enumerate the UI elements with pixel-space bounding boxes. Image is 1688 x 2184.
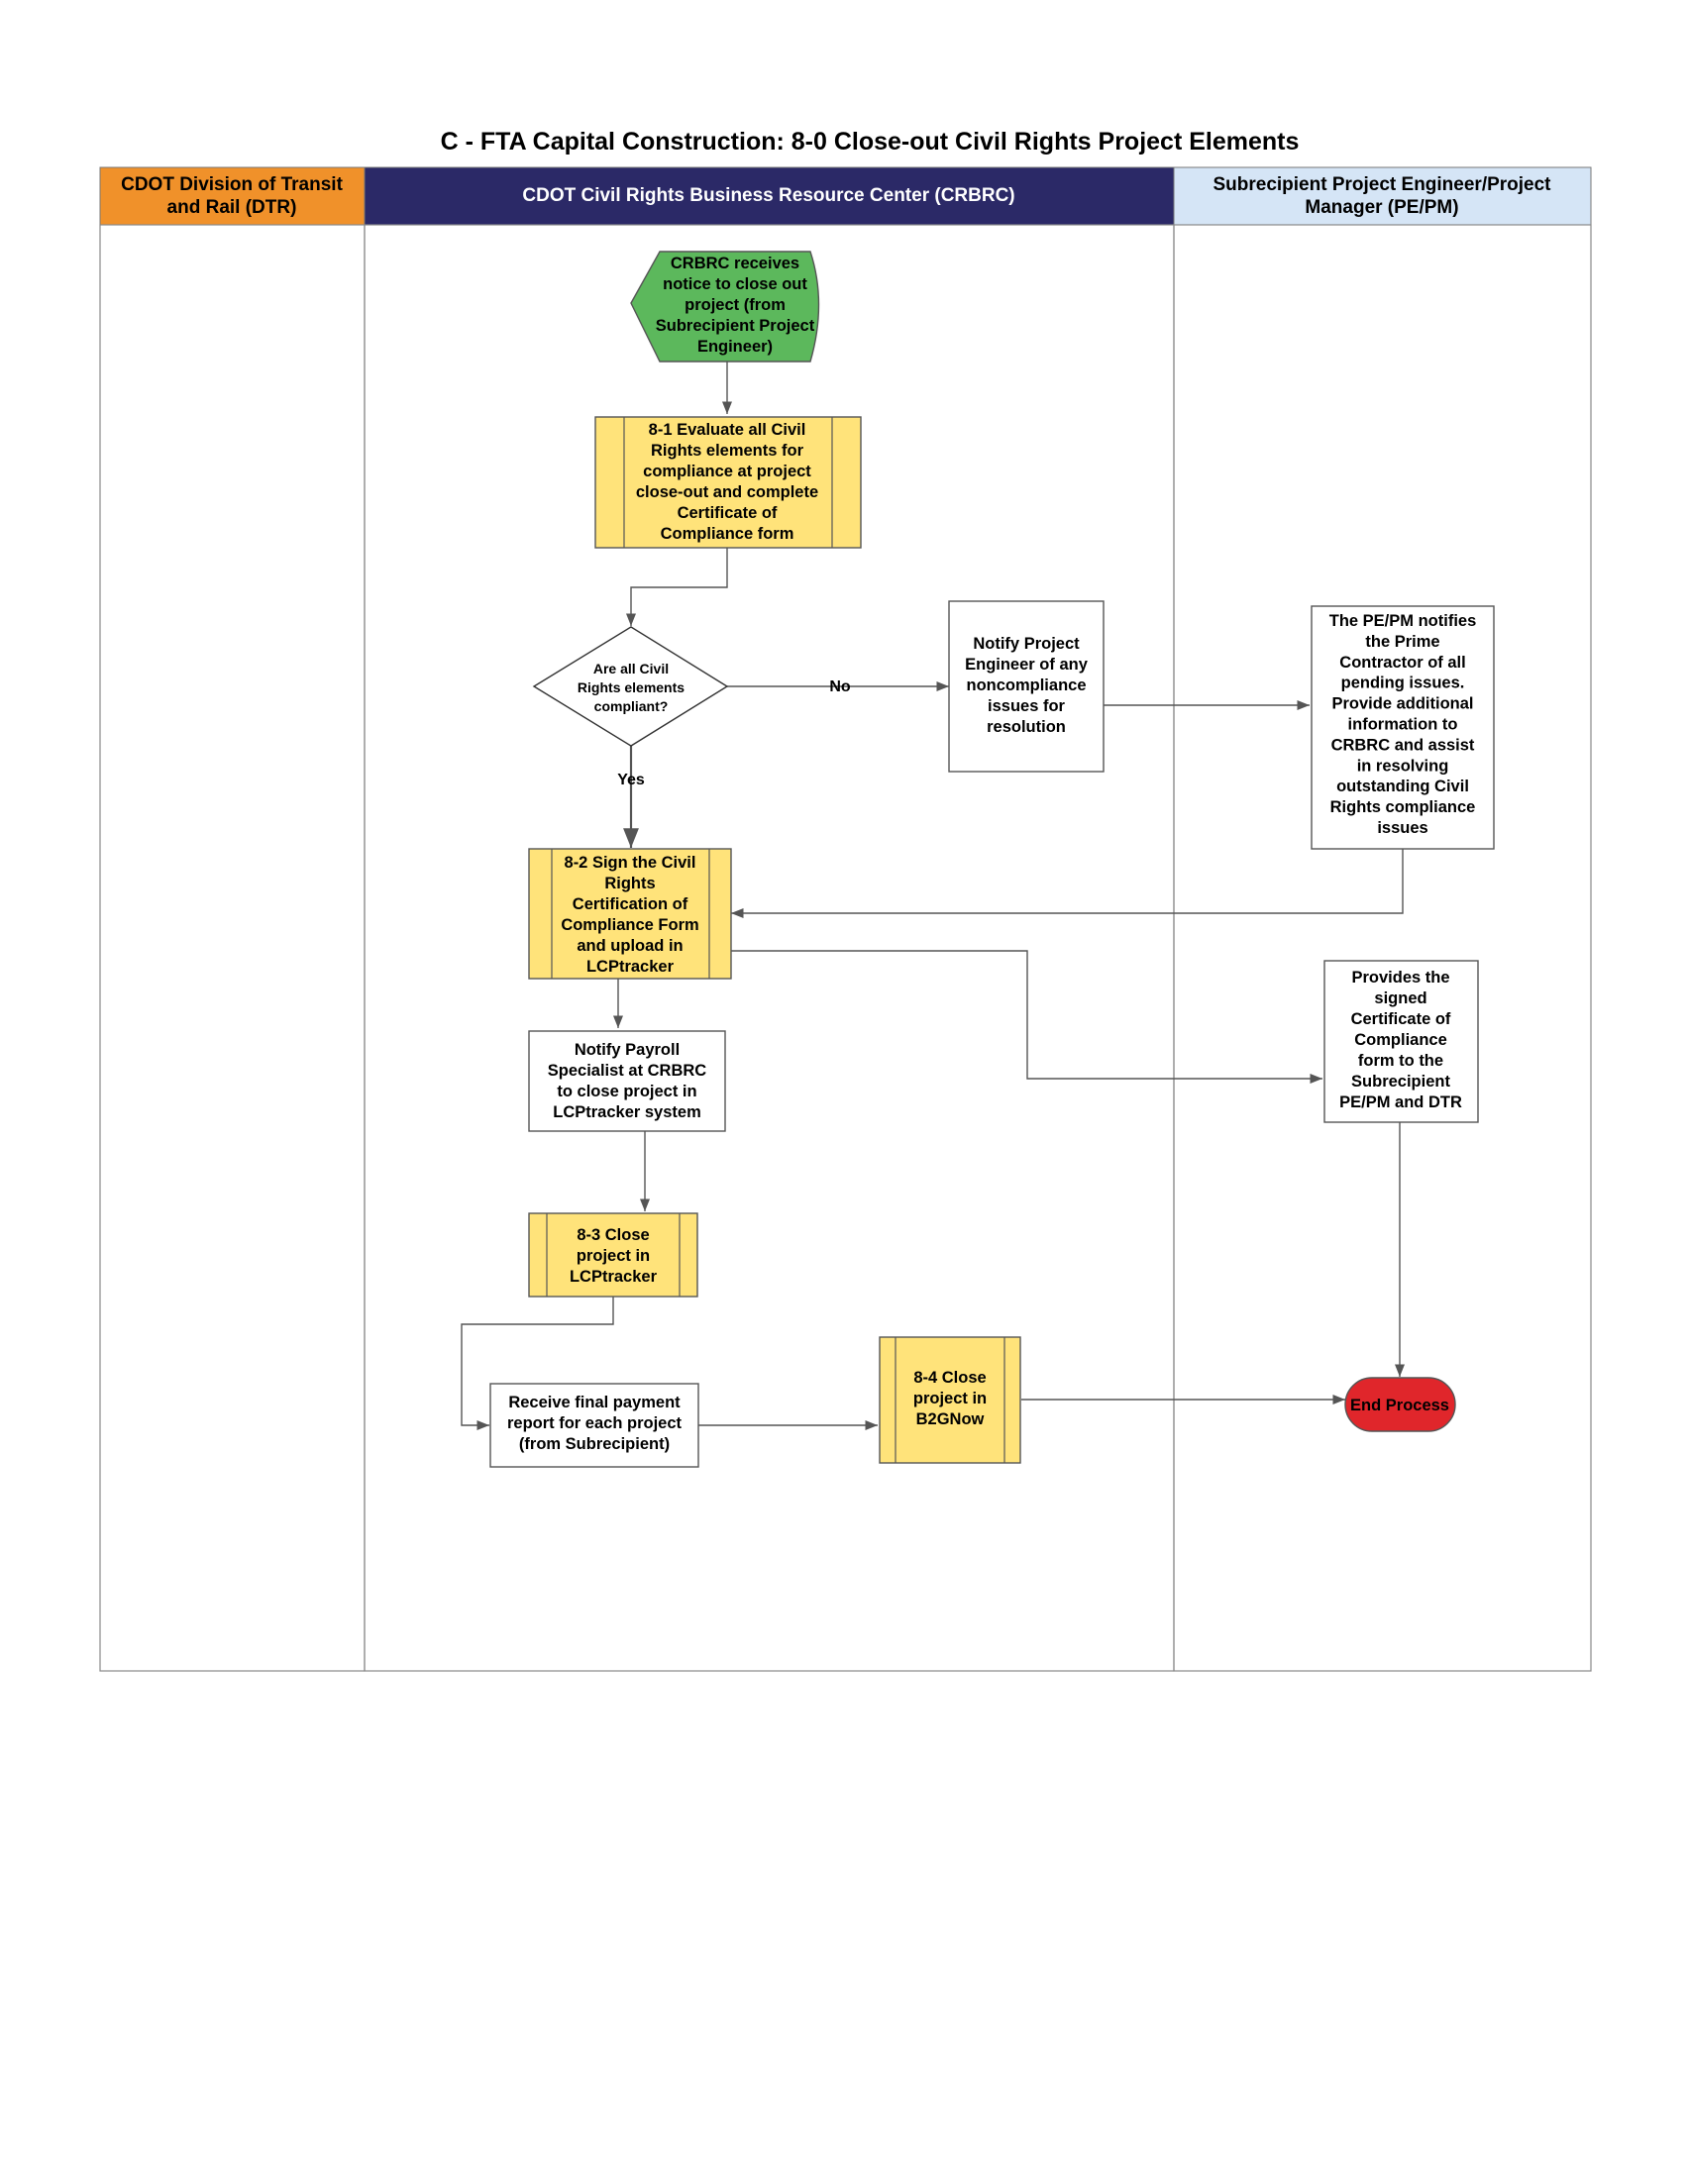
edge-8-1-to-decision xyxy=(625,548,728,626)
step-8-4: 8-4 Close project in B2GNow xyxy=(879,1336,1021,1464)
edge-8-3-to-receive xyxy=(461,1297,614,1431)
lane-header-dtr: CDOT Division of Transit and Rail (DTR) xyxy=(99,166,366,226)
provides-cert-label-line: Provides the xyxy=(1351,969,1449,987)
edge-label-yes: Yes xyxy=(617,772,645,788)
step-8-1-label-line: Rights elements for xyxy=(651,442,804,460)
step-8-3-label-line: project in xyxy=(577,1247,650,1265)
pepm-notifies-label-line: The PE/PM notifies xyxy=(1329,612,1477,630)
lane-header-pepm-line1: Subrecipient Project Engineer/Project xyxy=(1213,174,1551,195)
provides-cert-label-line: Certificate of xyxy=(1351,1010,1451,1028)
notify-payroll-label-line: LCPtracker system xyxy=(553,1103,701,1121)
pepm-notifies-label-line: Contractor of all xyxy=(1339,654,1465,672)
step-8-1-label-line: Compliance form xyxy=(661,525,794,543)
lane-header-crbrc-line1: CDOT Civil Rights Business Resource Cent… xyxy=(522,185,1014,206)
notify-pe-label-line: issues for xyxy=(988,697,1066,715)
pepm-notifies-label-line: CRBRC and assist xyxy=(1331,736,1475,754)
step-8-2-label-line: LCPtracker xyxy=(586,958,675,976)
decision-label-line: compliant? xyxy=(594,698,669,714)
notify-pe-label-line: resolution xyxy=(987,718,1066,736)
lane-pepm xyxy=(1173,224,1592,1672)
receive-final-payment-report: Receive final payment report for each pro… xyxy=(489,1383,699,1468)
connectors xyxy=(461,362,1406,1431)
start-label-line: notice to close out xyxy=(663,275,807,293)
pepm-notifies-label-line: the Prime xyxy=(1365,633,1439,651)
step-8-1-label-line: compliance at project xyxy=(643,463,811,480)
edge-pepm-to-8-2 xyxy=(731,849,1404,919)
step-8-2-label-line: Rights xyxy=(604,875,655,892)
lane-header-crbrc: CDOT Civil Rights Business Resource Cent… xyxy=(364,166,1175,226)
step-8-1-label-line: close-out and complete xyxy=(636,483,818,501)
lane-dtr xyxy=(99,224,366,1672)
end-label-line: End Process xyxy=(1350,1397,1449,1414)
lane-header-dtr-line1: CDOT Division of Transit xyxy=(121,174,343,195)
receive-payment-label-line: report for each project xyxy=(507,1414,683,1432)
step-8-2-label-line: Compliance Form xyxy=(561,916,698,934)
pepm-notifies-label-line: pending issues. xyxy=(1341,675,1465,692)
start-label-line: Subrecipient Project xyxy=(656,317,815,335)
step-8-3-label-line: 8-3 Close xyxy=(577,1226,649,1244)
notify-payroll-label-line: Notify Payroll xyxy=(575,1041,680,1059)
decision-label-line: Are all Civil xyxy=(593,661,669,676)
pepm-notifies-label-line: issues xyxy=(1377,819,1427,837)
start-label-line: CRBRC receives xyxy=(671,255,799,272)
decision-label-line: Rights elements xyxy=(578,679,685,695)
start-label-line: Engineer) xyxy=(697,338,773,356)
step-8-3: 8-3 Close project in LCPtracker xyxy=(528,1212,698,1298)
pepm-notifies-label-line: in resolving xyxy=(1357,757,1449,775)
lane-header-dtr-line2: and Rail (DTR) xyxy=(167,197,297,218)
notify-payroll-label-line: Specialist at CRBRC xyxy=(548,1062,707,1080)
edge-8-2-to-provides xyxy=(731,950,1322,1085)
step-8-3-label-line: LCPtracker xyxy=(570,1268,658,1286)
receive-payment-label-line: (from Subrecipient) xyxy=(519,1435,670,1453)
step-8-4-label-line: project in xyxy=(913,1390,987,1407)
pepm-notifies-label-line: Rights compliance xyxy=(1330,798,1476,816)
step-8-1-label-line: Certificate of xyxy=(678,504,778,522)
lane-header-pepm: Subrecipient Project Engineer/Project Ma… xyxy=(1173,166,1592,226)
provides-cert-label-line: Subrecipient xyxy=(1351,1073,1450,1091)
notify-payroll-label-line: to close project in xyxy=(557,1083,696,1100)
start-node: CRBRC receives notice to close out project… xyxy=(630,251,820,363)
edge-label-no: No xyxy=(829,678,851,695)
step-8-2-label-line: 8-2 Sign the Civil xyxy=(565,854,696,872)
step-8-1-label-line: 8-1 Evaluate all Civil xyxy=(649,421,806,439)
provides-cert-label-line: Compliance xyxy=(1354,1031,1447,1049)
end-node: End Process xyxy=(1344,1377,1456,1432)
page-title: C - FTA Capital Construction: 8-0 Close-… xyxy=(441,128,1300,156)
pepm-notifies-label-line: Provide additional xyxy=(1331,695,1473,713)
notify-pe-label-line: Notify Project xyxy=(973,635,1080,653)
pepm-notifies-label-line: information to xyxy=(1348,716,1458,734)
receive-payment-label-line: Receive final payment xyxy=(508,1394,681,1411)
start-label-line: project (from xyxy=(685,296,786,314)
step-8-2-label-line: and upload in xyxy=(577,937,683,955)
step-8-4-label-line: B2GNow xyxy=(916,1410,985,1428)
step-8-4-label-line: 8-4 Close xyxy=(913,1369,986,1387)
lane-header-pepm-line2: Manager (PE/PM) xyxy=(1305,197,1458,218)
provides-cert-label-line: PE/PM and DTR xyxy=(1339,1093,1462,1111)
provides-cert-label-line: signed xyxy=(1374,989,1426,1007)
step-8-2-label-line: Certification of xyxy=(573,895,688,913)
provides-cert-label-line: form to the xyxy=(1358,1052,1443,1070)
pepm-notifies-label-line: outstanding Civil xyxy=(1336,778,1469,795)
notify-pe-label-line: Engineer of any xyxy=(965,656,1089,674)
notify-pe-label-line: noncompliance xyxy=(966,676,1086,694)
